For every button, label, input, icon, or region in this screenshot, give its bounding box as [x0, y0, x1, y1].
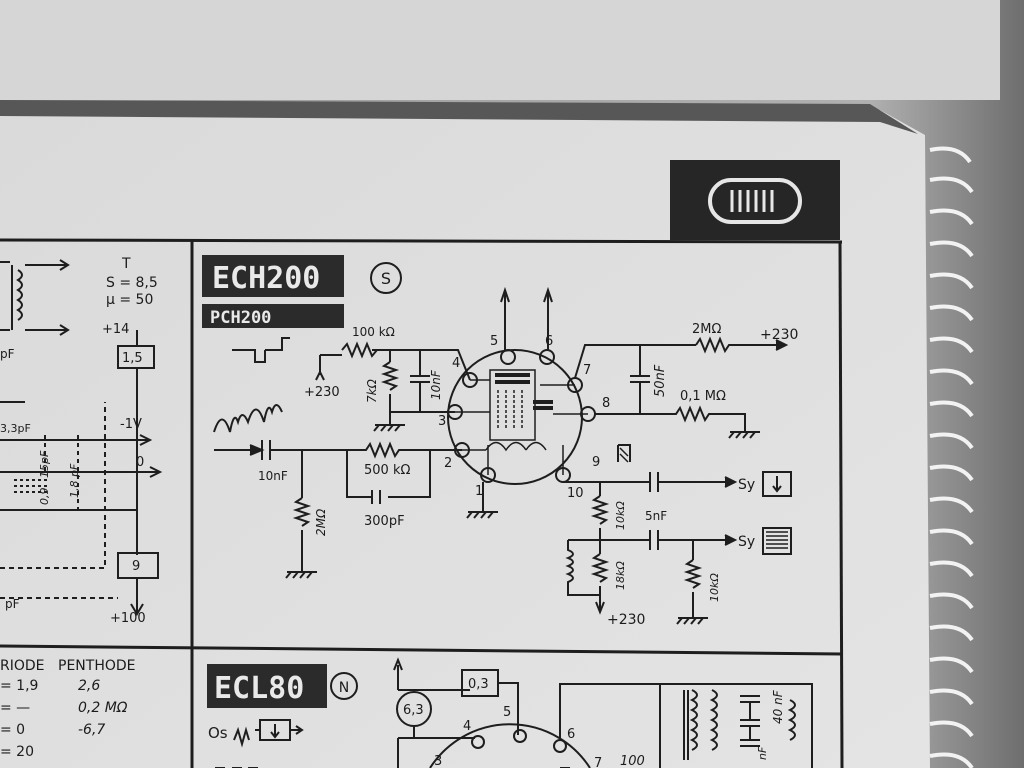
- pch200-title: PCH200: [210, 308, 271, 328]
- pin-6: 6: [545, 334, 553, 349]
- ecl80-box-03: 0,3: [468, 677, 489, 692]
- pin-10: 10: [567, 486, 584, 501]
- label-pf-top: pF: [0, 347, 15, 361]
- tube-icon: [708, 178, 802, 224]
- label-minus1v: -1V: [120, 417, 142, 432]
- ecl80-title: ECL80: [214, 671, 304, 706]
- label-r2m-grid: 2MΩ: [314, 508, 328, 536]
- label-mu: µ = 50: [106, 292, 153, 308]
- label-c300pf: 300pF: [364, 514, 405, 529]
- label-r01m: 0,1 MΩ: [680, 389, 726, 404]
- row-3-right: -6,7: [78, 722, 105, 738]
- ecl80-title-box: [207, 664, 327, 708]
- label-c10nf-top: 10nF: [429, 369, 443, 400]
- label-plus14: +14: [102, 322, 129, 337]
- row-3-left: = 0: [0, 722, 25, 738]
- label-r100k: 100 kΩ: [352, 325, 395, 339]
- label-r18k: 18kΩ: [614, 561, 627, 590]
- ecl80-pin-5: 5: [503, 705, 511, 720]
- pin-2: 2: [444, 456, 452, 471]
- label-S: S = 8,5: [106, 275, 158, 291]
- label-15pf: 15pF: [38, 450, 51, 478]
- ecl80-pin-4: 4: [463, 719, 471, 734]
- label-18pf: 1,8 pF: [68, 463, 81, 498]
- label-r10k-a: 10kΩ: [614, 501, 627, 530]
- ecl80-panel: ECL80 N Os: [207, 664, 358, 742]
- triode-penthode-table: RIODE PENTHODE = 1,9 2,6 = — 0,2 MΩ = 0 …: [0, 658, 136, 760]
- label-c10nf-in: 10nF: [258, 469, 288, 483]
- ech200-title: ECH200: [212, 261, 320, 296]
- label-r500k: 500 kΩ: [364, 463, 410, 478]
- pin-8: 8: [602, 396, 610, 411]
- ech200-schematic: [213, 286, 792, 625]
- label-c5nf: 5nF: [645, 509, 667, 523]
- label-c50nf: 50nF: [653, 364, 668, 397]
- row-1-left: = 1,9: [0, 678, 38, 694]
- label-33pf: 3,3pF: [0, 422, 31, 435]
- pin-9: 9: [592, 455, 600, 470]
- ecl80-pin-6: 6: [567, 727, 575, 742]
- ecl80-schematic: [215, 657, 813, 768]
- pin-3: 3: [438, 414, 446, 429]
- ecl80-labels: 0,3 6,3 4 5 6 3 7 100 40 nF nF: [403, 677, 785, 768]
- pch200-title-box: [202, 304, 344, 328]
- ech200-title-box: [202, 255, 344, 297]
- label-sy-2: Sy: [738, 534, 755, 550]
- label-r10k-b: 10kΩ: [708, 573, 721, 602]
- pin-7: 7: [583, 363, 591, 378]
- row-4-left: = 20: [0, 744, 34, 760]
- ecl80-c40nf: 40 nF: [771, 689, 785, 724]
- label-v230-left: +230: [304, 385, 340, 400]
- row-1-right: 2,6: [78, 678, 100, 694]
- ech200-badge-circle: [370, 262, 402, 294]
- label-sy-1: Sy: [738, 477, 755, 493]
- ech200-badge: S: [381, 269, 391, 288]
- left-panel-labels: T S = 8,5 µ = 50 +14 1,5 pF 3,3pF 15pF 0…: [0, 256, 158, 626]
- ecl80-os-label: Os: [208, 724, 228, 742]
- header-penthode: PENTHODE: [58, 658, 136, 674]
- label-plus100: +100: [110, 611, 146, 626]
- label-v230-bottom: +230: [607, 612, 645, 628]
- label-box-15: 1,5: [122, 351, 143, 366]
- label-zero: 0: [136, 455, 144, 470]
- label-09: 0,9: [38, 488, 51, 506]
- label-r7k: 7kΩ: [365, 378, 379, 403]
- label-pf-bottom: pF: [5, 597, 20, 611]
- ecl80-pin-3: 3: [434, 754, 442, 768]
- ecl80-pin-7: 7: [594, 756, 602, 768]
- pin-1: 1: [475, 484, 483, 499]
- label-r2m-top: 2MΩ: [692, 322, 721, 337]
- label-T: T: [121, 256, 131, 272]
- left-schematic-panel: [0, 259, 163, 616]
- label-box-9: 9: [132, 559, 140, 574]
- pin-4: 4: [452, 356, 460, 371]
- ech200-labels: 100 kΩ +230 7kΩ 10nF 10nF 500 kΩ 300pF 2…: [258, 322, 798, 628]
- ecl80-badge: N: [339, 680, 349, 696]
- ecl80-val-100: 100: [620, 754, 645, 768]
- ecl80-badge-circle: [330, 672, 358, 700]
- label-v230-right: +230: [760, 327, 798, 343]
- spiral-binding: [929, 146, 974, 768]
- ecl80-nf-small: nF: [756, 746, 769, 760]
- header-triode: RIODE: [0, 658, 45, 674]
- row-2-left: = —: [0, 700, 30, 716]
- ech200-panel: ECH200 PCH200 S: [202, 255, 402, 328]
- ecl80-circle-63: 6,3: [403, 703, 424, 718]
- row-2-right: 0,2 MΩ: [78, 700, 128, 716]
- pin-5: 5: [490, 334, 498, 349]
